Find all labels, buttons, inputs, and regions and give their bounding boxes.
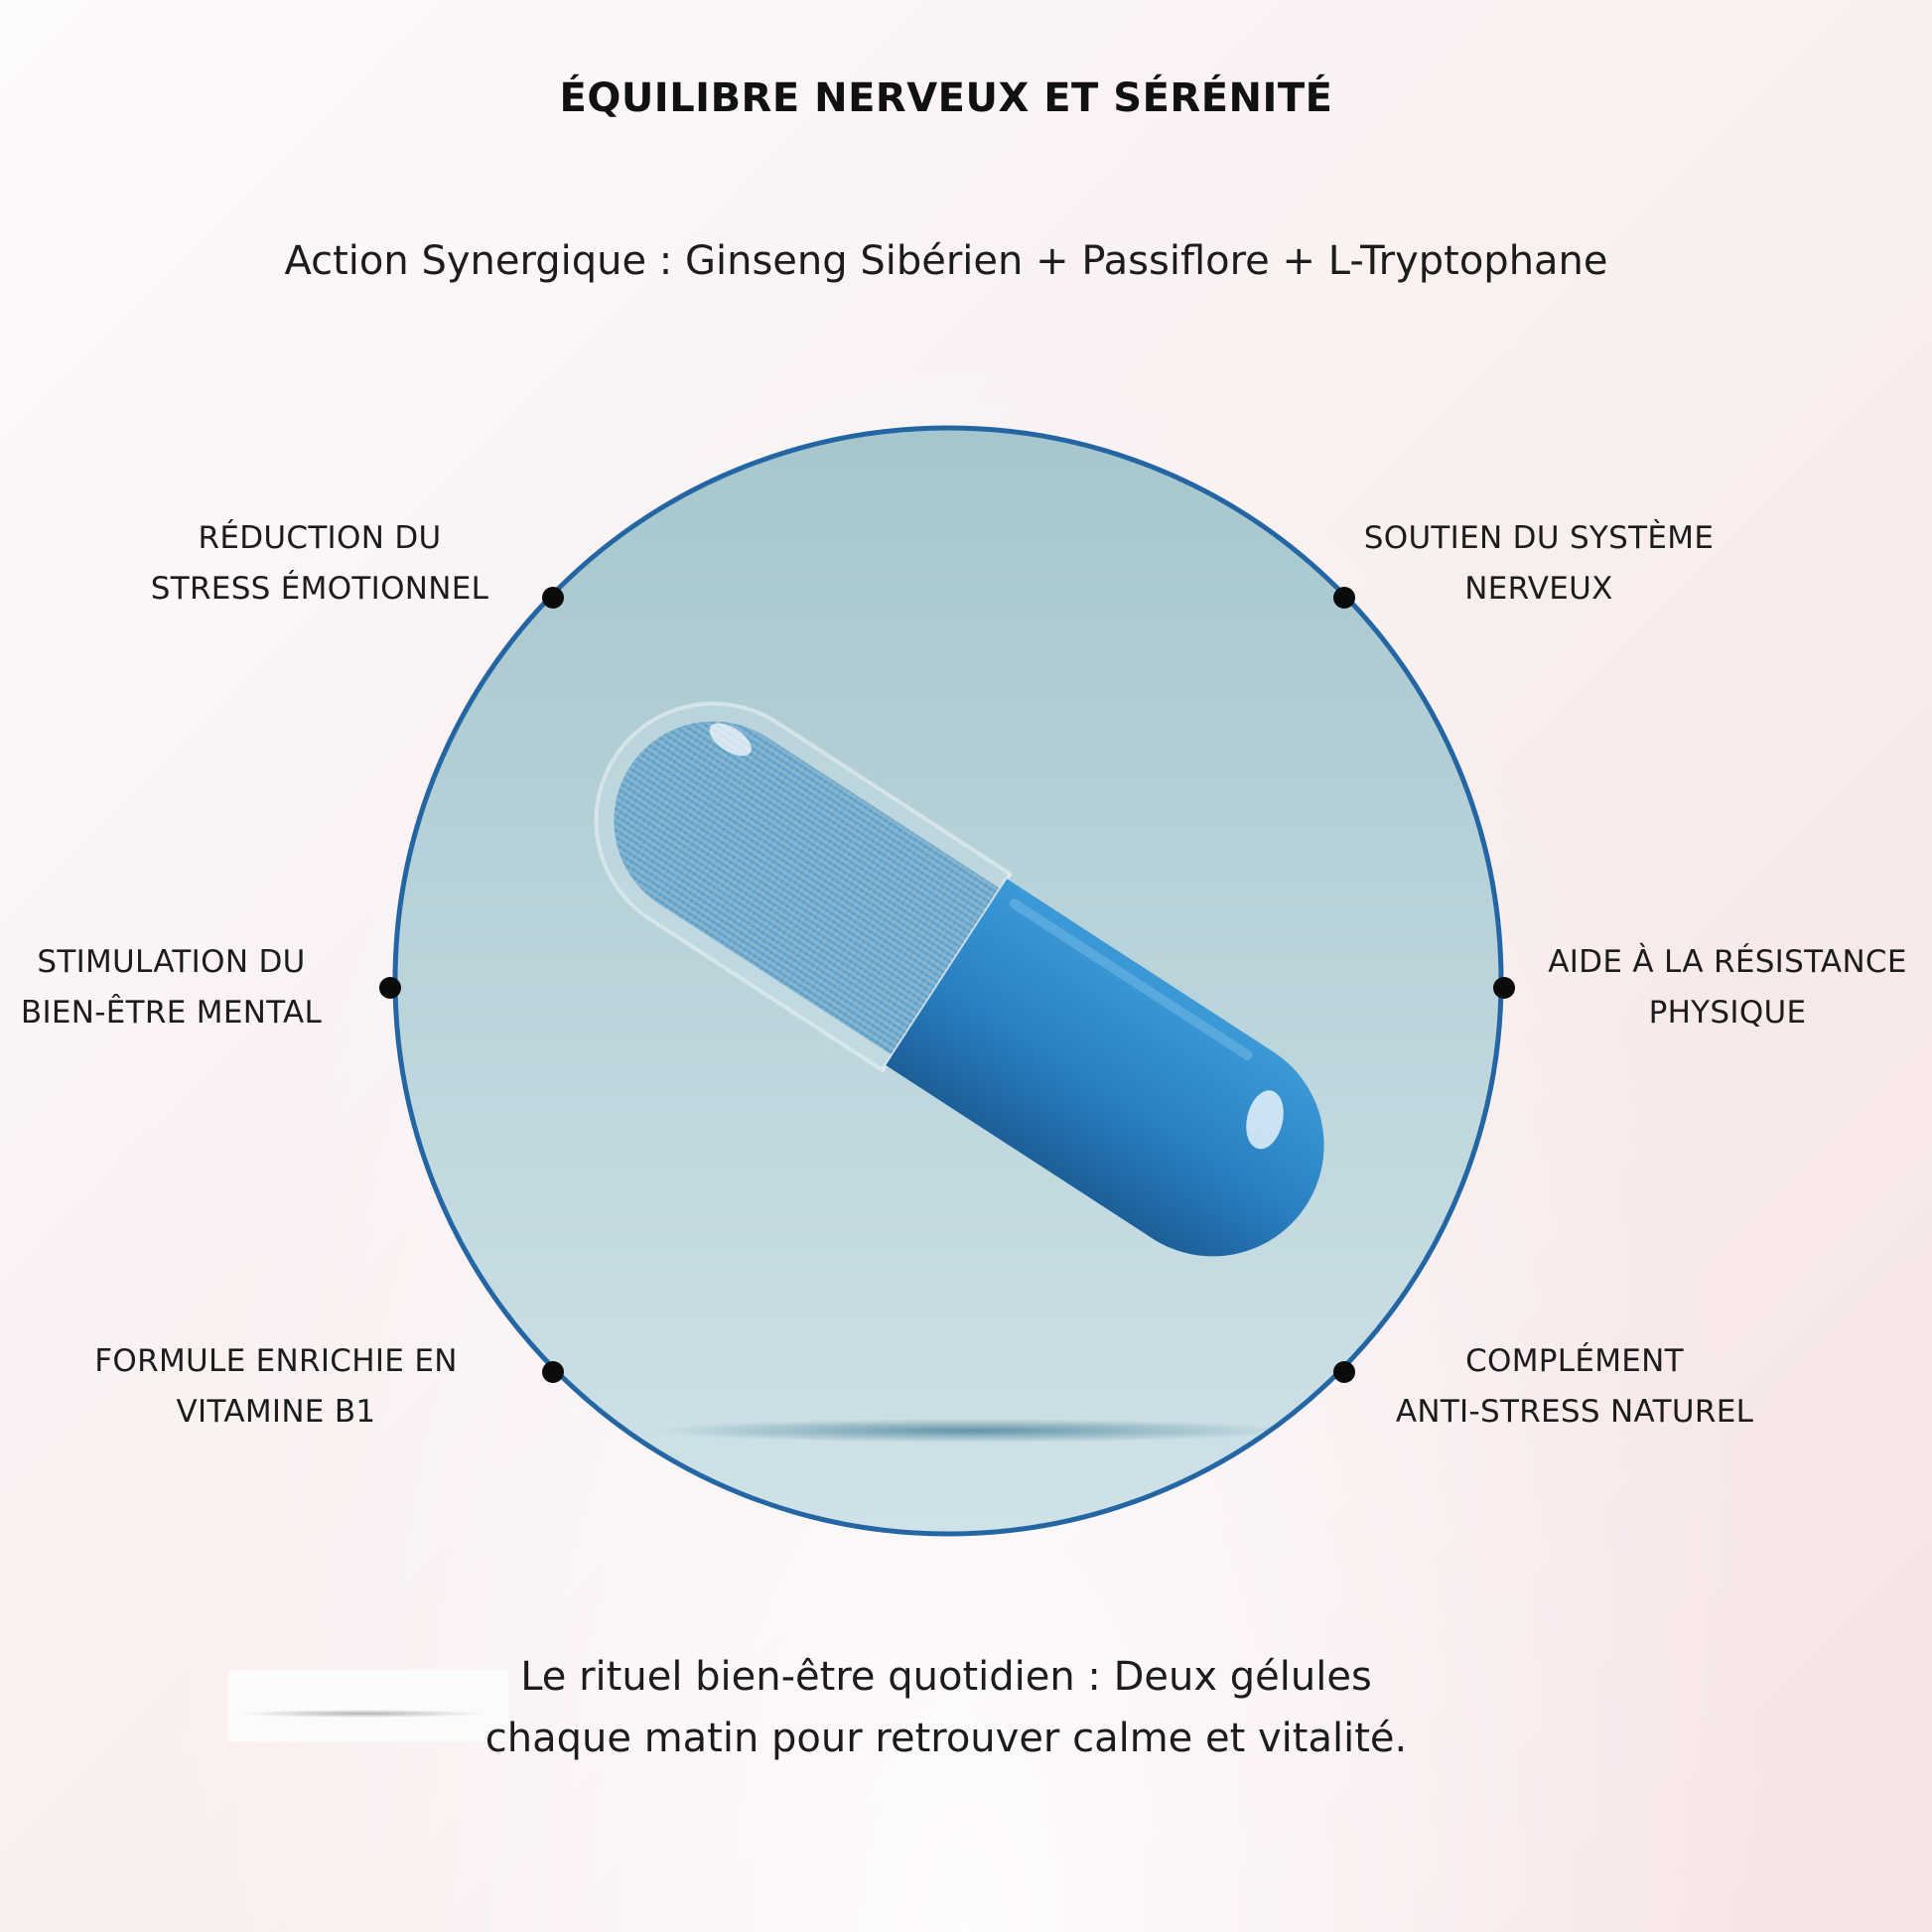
benefit-label-line: COMPLÉMENT [1465, 1343, 1684, 1379]
benefit-label-line: RÉDUCTION DU [198, 520, 442, 556]
page-subtitle: Action Synergique : Ginseng Sibérien + P… [284, 238, 1608, 284]
benefit-label-line: BIEN-ÊTRE MENTAL [20, 995, 323, 1031]
benefit-label-line: NERVEUX [1464, 571, 1613, 607]
benefit-label-line: VITAMINE B1 [176, 1394, 376, 1430]
footer-text: Le rituel bien-être quotidien : Deux gél… [0, 1646, 1892, 1769]
page-title: ÉQUILIBRE NERVEUX ET SÉRÉNITÉ [559, 75, 1333, 121]
benefit-label-mental-wellbeing: STIMULATION DU BIEN-ÊTRE MENTAL [0, 937, 343, 1038]
dot-marker-icon [1333, 587, 1355, 609]
dot-marker-icon [379, 977, 401, 999]
benefit-label-line: SOUTIEN DU SYSTÈME [1363, 520, 1715, 556]
dot-marker-icon [542, 1361, 564, 1383]
capsule-shadow [655, 1419, 1291, 1443]
benefit-label-line: AIDE À LA RÉSISTANCE [1548, 944, 1907, 980]
dot-marker-icon [1333, 1361, 1355, 1383]
benefit-label-natural-antistress: COMPLÉMENT ANTI-STRESS NATUREL [1376, 1336, 1773, 1438]
benefit-label-line: STRESS ÉMOTIONNEL [150, 571, 489, 607]
benefit-label-physical-resistance: AIDE À LA RÉSISTANCE PHYSIQUE [1529, 937, 1926, 1038]
benefit-label-line: FORMULE ENRICHIE EN [94, 1343, 458, 1379]
benefit-label-line: STIMULATION DU [37, 944, 306, 980]
benefit-label-line: ANTI-STRESS NATUREL [1395, 1394, 1754, 1430]
capsule-icon [594, 701, 1324, 1257]
benefit-label-nervous-system: SOUTIEN DU SYSTÈME NERVEUX [1340, 513, 1737, 615]
decorative-shadow-strip [228, 1670, 508, 1741]
dot-marker-icon [1493, 977, 1515, 999]
benefit-label-vitamin-b1: FORMULE ENRICHIE EN VITAMINE B1 [68, 1336, 484, 1438]
benefit-label-line: PHYSIQUE [1648, 995, 1807, 1031]
dot-marker-icon [542, 587, 564, 609]
footer-line: Le rituel bien-être quotidien : Deux gél… [520, 1654, 1372, 1700]
footer-line: chaque matin pour retrouver calme et vit… [484, 1716, 1408, 1761]
benefit-label-stress-reduction: RÉDUCTION DU STRESS ÉMOTIONNEL [119, 513, 520, 615]
